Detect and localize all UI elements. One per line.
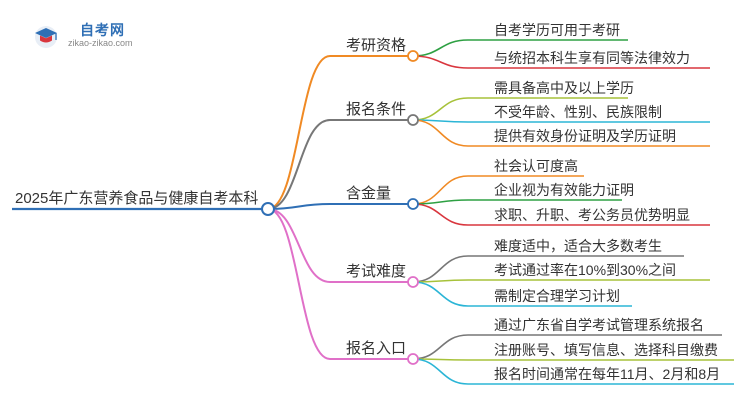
leaf-link [412, 334, 469, 360]
leaf-label[interactable]: 与统招本科生享有同等法律效力 [494, 50, 690, 66]
leaf-link [412, 55, 469, 69]
branch-link [267, 208, 331, 283]
leaf-link [412, 203, 469, 226]
branch-label[interactable]: 报名条件 [346, 101, 406, 118]
leaf-label[interactable]: 求职、升职、考公务员优势明显 [494, 207, 690, 223]
branch-collapse-toggle[interactable] [407, 276, 419, 288]
leaf-label[interactable]: 注册账号、填写信息、选择科目缴费 [494, 342, 718, 358]
logo-title: 自考网 [80, 22, 125, 38]
leaf-link [412, 97, 469, 121]
branch-label[interactable]: 报名入口 [346, 340, 406, 357]
leaf-label[interactable]: 通过广东省自学考试管理系统报名 [494, 317, 704, 333]
leaf-link [412, 255, 469, 283]
branch-collapse-toggle[interactable] [407, 50, 419, 62]
leaf-label[interactable]: 难度适中，适合大多数考生 [494, 238, 662, 254]
site-logo[interactable]: 自考网 zikao-zikao.com [30, 20, 160, 50]
branch-label[interactable]: 含金量 [346, 185, 391, 202]
leaf-label[interactable]: 考试通过率在10%到30%之间 [494, 262, 676, 278]
root-node-label: 2025年广东营养食品与健康自考本科 [15, 190, 258, 207]
leaf-label[interactable]: 不受年龄、性别、民族限制 [494, 104, 662, 120]
mindmap-links [12, 39, 734, 385]
root-collapse-toggle[interactable] [261, 202, 275, 216]
leaf-link [412, 281, 469, 307]
branch-collapse-toggle[interactable] [407, 114, 419, 126]
branch-label[interactable]: 考试难度 [346, 263, 406, 280]
branch-link [267, 119, 331, 210]
leaf-label[interactable]: 社会认可度高 [494, 158, 578, 174]
leaf-label[interactable]: 企业视为有效能力证明 [494, 182, 634, 198]
graduation-cap-icon [35, 26, 57, 48]
branch-link [267, 208, 331, 360]
branch-link [267, 55, 331, 210]
leaf-label[interactable]: 需制定合理学习计划 [494, 288, 620, 304]
branch-collapse-toggle[interactable] [407, 198, 419, 210]
leaf-link [412, 119, 469, 147]
mindmap-nodes: 2025年广东营养食品与健康自考本科 考研资格 自考学历可用于考研与统招本科生享有同… [15, 22, 720, 382]
branch-link [267, 203, 331, 210]
leaf-label[interactable]: 报名时间通常在每年11月、2月和8月 [494, 366, 720, 382]
leaf-label[interactable]: 提供有效身份证明及学历证明 [494, 128, 676, 144]
logo-subtitle: zikao-zikao.com [68, 38, 133, 48]
leaf-label[interactable]: 自考学历可用于考研 [494, 22, 620, 38]
leaf-link [412, 358, 469, 385]
leaf-link [412, 199, 469, 205]
leaf-link [412, 39, 469, 57]
leaf-label[interactable]: 需具备高中及以上学历 [494, 80, 634, 96]
branch-collapse-toggle[interactable] [407, 353, 419, 365]
branch-label[interactable]: 考研资格 [346, 37, 406, 54]
